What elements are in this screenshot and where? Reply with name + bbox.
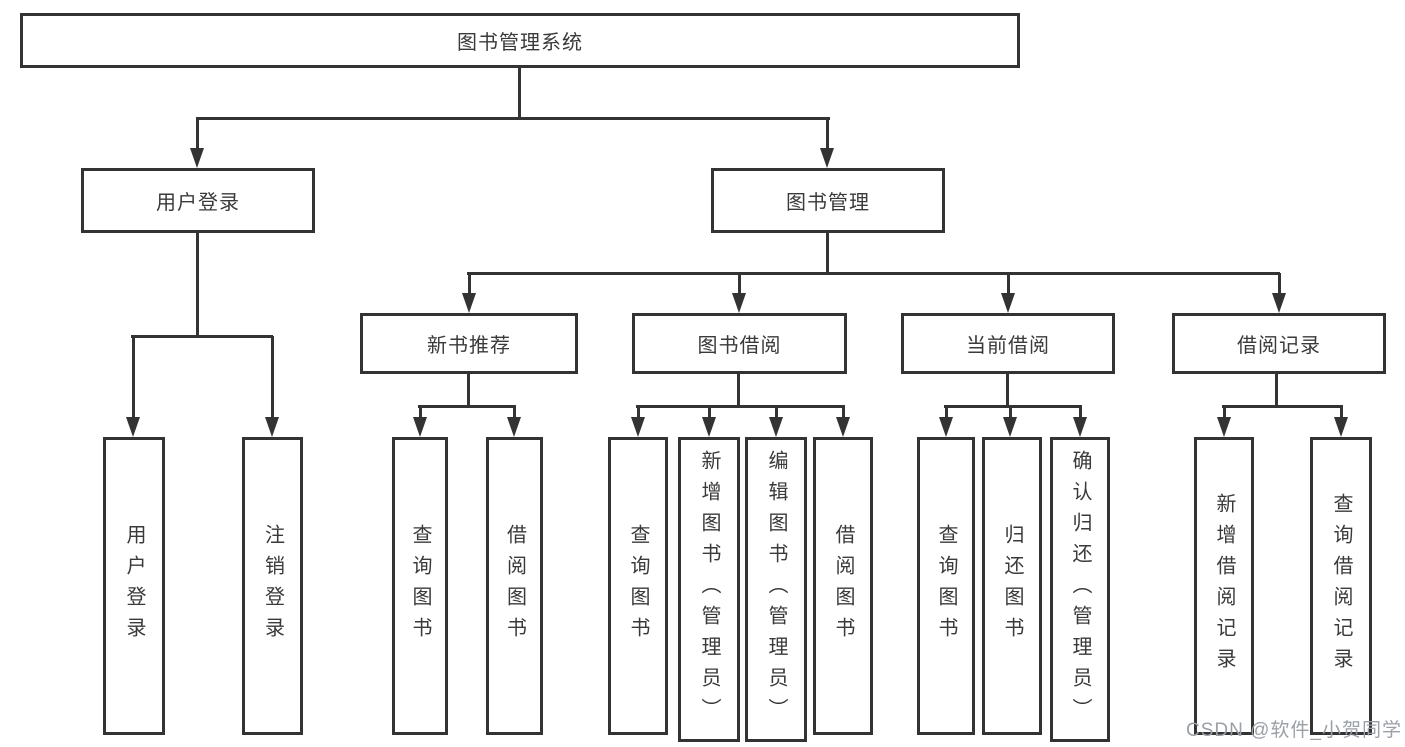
connector-arrow-leaf bbox=[1217, 406, 1231, 437]
leaf-node-label: 新增图书（管理员） bbox=[698, 450, 720, 729]
connector-arrow-to-user-login bbox=[190, 118, 204, 168]
leaf-node-label: 用户登录 bbox=[123, 524, 145, 648]
connector-user-login-hline bbox=[131, 335, 273, 338]
branch-node-label: 图书管理 bbox=[786, 192, 870, 214]
leaf-node-label: 查询图书 bbox=[409, 524, 431, 648]
connector-current-borrow-stem bbox=[1006, 374, 1009, 406]
leaf-node-logout: 注销登录 bbox=[242, 437, 303, 735]
level3-node-label: 图书借阅 bbox=[697, 335, 782, 357]
connector-arrow-to-login-leaf bbox=[126, 336, 140, 437]
csdn-watermark: CSDN @软件_小贺同学 bbox=[1186, 720, 1402, 741]
leaf-node-query-books-3: 查询图书 bbox=[917, 437, 975, 735]
leaf-node-label: 归还图书 bbox=[1001, 524, 1023, 648]
connector-borrow-records-hline bbox=[1222, 405, 1343, 408]
leaf-node-label: 新增借阅记录 bbox=[1213, 493, 1235, 679]
connector-current-borrow-hline bbox=[944, 405, 1082, 408]
leaf-node-label: 借阅图书 bbox=[503, 524, 526, 648]
connector-arrow-leaf bbox=[1334, 406, 1348, 437]
leaf-node-label: 编辑图书（管理员） bbox=[765, 450, 787, 729]
leaf-node-add-borrow-record: 新增借阅记录 bbox=[1194, 437, 1254, 735]
connector-book-borrow-hline bbox=[636, 405, 845, 408]
connector-arrow-leaf bbox=[939, 406, 953, 437]
connector-arrow-leaf bbox=[413, 406, 427, 437]
leaf-node-label: 确认归还（管理员） bbox=[1069, 450, 1091, 729]
leaf-node-query-books-1: 查询图书 bbox=[392, 437, 448, 735]
leaf-node-label: 查询借阅记录 bbox=[1330, 493, 1352, 679]
leaf-node-query-borrow-record: 查询借阅记录 bbox=[1310, 437, 1372, 735]
level3-node-label: 新书推荐 bbox=[427, 335, 511, 357]
leaf-node-label: 注销登录 bbox=[261, 524, 284, 648]
connector-borrow-records-stem bbox=[1275, 374, 1278, 406]
connector-arrow-leaf bbox=[1003, 406, 1017, 437]
level3-node-borrow-records: 借阅记录 bbox=[1172, 313, 1386, 374]
connector-arrow-to-current-borrow bbox=[1001, 273, 1015, 313]
connector-root-stem bbox=[518, 68, 521, 118]
connector-new-book-hline bbox=[418, 405, 516, 408]
connector-level3-hline bbox=[467, 272, 1280, 275]
connector-user-login-stem bbox=[196, 233, 199, 336]
connector-arrow-to-book-borrow bbox=[732, 273, 746, 313]
connector-arrow-leaf bbox=[769, 406, 783, 437]
branch-node-user-login: 用户登录 bbox=[81, 168, 315, 233]
leaf-node-edit-books-admin: 编辑图书（管理员） bbox=[745, 437, 807, 742]
root-node-label: 图书管理系统 bbox=[457, 32, 583, 54]
connector-book-management-stem bbox=[826, 233, 829, 273]
connector-arrow-leaf bbox=[631, 406, 645, 437]
connector-arrow-to-new-book bbox=[462, 273, 476, 313]
connector-new-book-stem bbox=[467, 374, 470, 406]
leaf-node-query-books-2: 查询图书 bbox=[608, 437, 668, 735]
branch-node-book-management: 图书管理 bbox=[711, 168, 945, 233]
leaf-node-confirm-return-admin: 确认归还（管理员） bbox=[1050, 437, 1110, 742]
leaf-node-label: 查询图书 bbox=[935, 524, 957, 648]
branch-node-label: 用户登录 bbox=[156, 192, 240, 214]
level3-node-new-book-recommend: 新书推荐 bbox=[360, 313, 578, 374]
leaf-node-label: 借阅图书 bbox=[832, 524, 854, 648]
connector-arrow-leaf bbox=[702, 406, 716, 437]
connector-arrow-to-borrow-records bbox=[1272, 273, 1286, 313]
connector-arrow-leaf bbox=[507, 406, 521, 437]
leaf-node-borrow-books-2: 借阅图书 bbox=[813, 437, 873, 735]
connector-arrow-to-logout-leaf bbox=[265, 336, 279, 437]
connector-book-borrow-stem bbox=[737, 374, 740, 406]
connector-arrow-leaf bbox=[1073, 406, 1087, 437]
level3-node-label: 借阅记录 bbox=[1237, 335, 1321, 357]
level3-node-label: 当前借阅 bbox=[966, 335, 1050, 357]
leaf-node-label: 查询图书 bbox=[627, 524, 649, 648]
leaf-node-add-books-admin: 新增图书（管理员） bbox=[678, 437, 740, 742]
connector-arrow-to-book-management bbox=[820, 118, 834, 168]
level3-node-book-borrow: 图书借阅 bbox=[632, 313, 847, 374]
connector-arrow-leaf bbox=[836, 406, 850, 437]
leaf-node-borrow-books-1: 借阅图书 bbox=[486, 437, 543, 735]
root-node-library-system: 图书管理系统 bbox=[20, 13, 1020, 68]
connector-level1-hline bbox=[196, 117, 830, 120]
level3-node-current-borrow: 当前借阅 bbox=[901, 313, 1115, 374]
leaf-node-return-books: 归还图书 bbox=[982, 437, 1042, 735]
leaf-node-user-login: 用户登录 bbox=[103, 437, 165, 735]
